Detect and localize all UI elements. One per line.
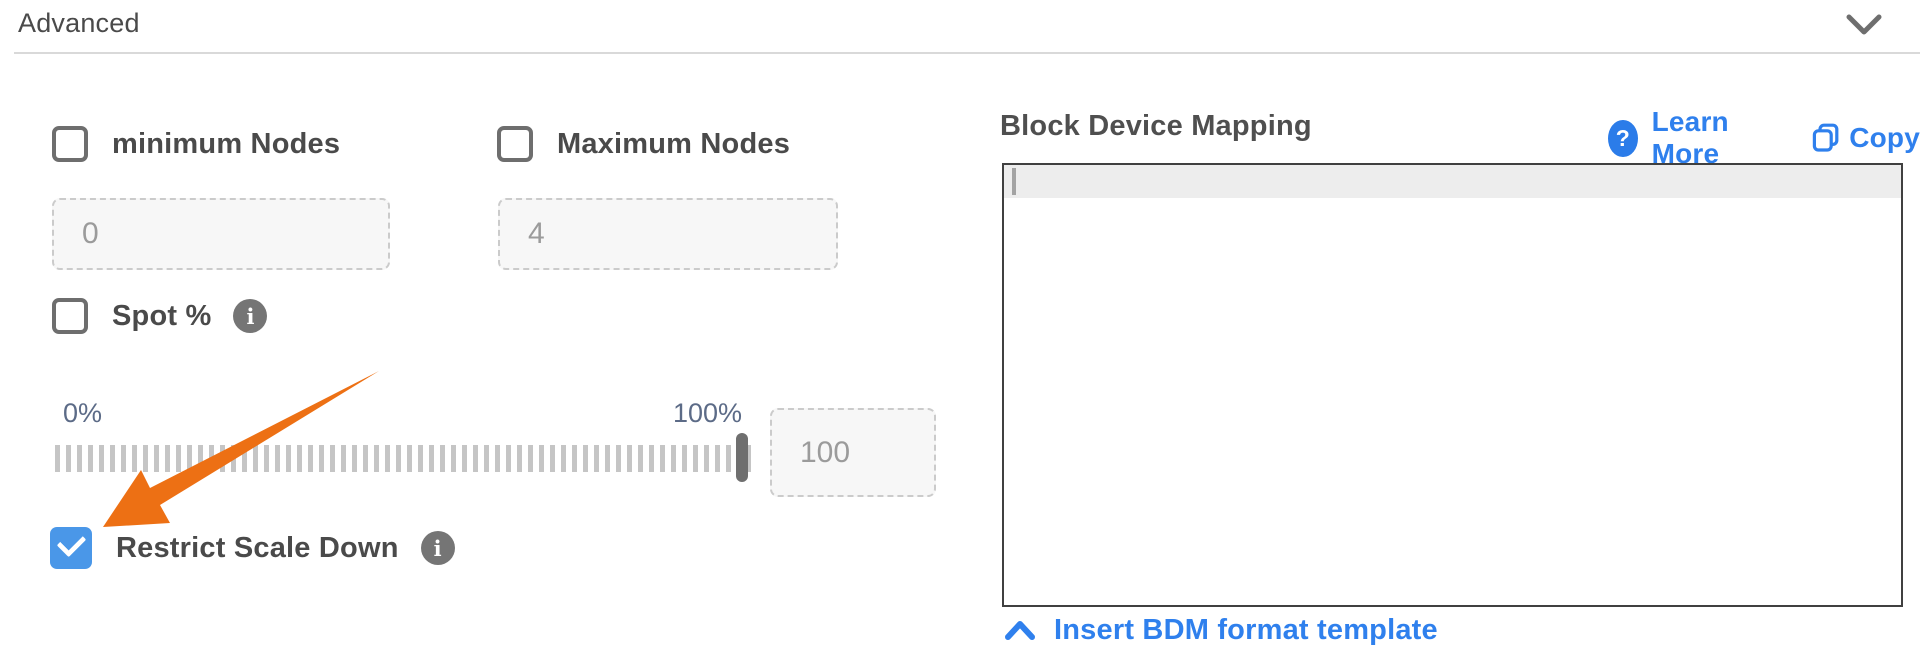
restrict-scale-down-row: Restrict Scale Down i <box>50 527 455 569</box>
spot-percent-slider-track[interactable] <box>55 445 751 472</box>
editor-active-line <box>1004 165 1901 198</box>
restrict-scale-down-label: Restrict Scale Down <box>116 531 399 564</box>
learn-more-link[interactable]: Learn More <box>1651 106 1729 169</box>
block-device-mapping-title: Block Device Mapping <box>1000 110 1312 142</box>
spot-info-icon[interactable]: i <box>233 299 268 333</box>
maximum-nodes-checkbox[interactable] <box>497 126 533 162</box>
spot-percent-value-input[interactable] <box>770 408 936 497</box>
maximum-nodes-label: Maximum Nodes <box>557 127 791 160</box>
slider-min-label: 0% <box>63 398 103 428</box>
slider-max-label: 100% <box>672 398 742 428</box>
restrict-scale-down-checkbox[interactable] <box>50 527 92 569</box>
chevron-down-icon[interactable] <box>1845 12 1883 38</box>
copy-icon[interactable] <box>1812 119 1839 157</box>
block-device-mapping-editor[interactable] <box>1002 163 1903 607</box>
spot-percent-checkbox[interactable] <box>52 298 88 334</box>
spot-percent-row: Spot % i <box>52 298 268 334</box>
section-divider <box>14 52 1920 54</box>
restrict-info-icon[interactable]: i <box>420 531 455 565</box>
spot-percent-label: Spot % <box>112 299 212 332</box>
insert-bdm-template-link[interactable]: Insert BDM format template <box>1004 614 1438 647</box>
insert-bdm-template-label: Insert BDM format template <box>1054 614 1438 646</box>
chevron-up-icon <box>1005 620 1035 640</box>
minimum-nodes-checkbox[interactable] <box>52 126 88 162</box>
section-title: Advanced <box>18 8 140 38</box>
maximum-nodes-row: Maximum Nodes <box>497 126 790 162</box>
editor-caret <box>1012 168 1016 195</box>
copy-link[interactable]: Copy <box>1849 122 1920 153</box>
maximum-nodes-input[interactable] <box>498 198 838 270</box>
minimum-nodes-label: minimum Nodes <box>112 127 341 160</box>
question-icon[interactable]: ? <box>1608 119 1638 157</box>
bdm-actions: ? Learn More Copy <box>1608 106 1920 170</box>
minimum-nodes-input[interactable] <box>52 198 390 270</box>
minimum-nodes-row: minimum Nodes <box>52 126 340 162</box>
spot-percent-slider-handle[interactable] <box>736 433 748 482</box>
